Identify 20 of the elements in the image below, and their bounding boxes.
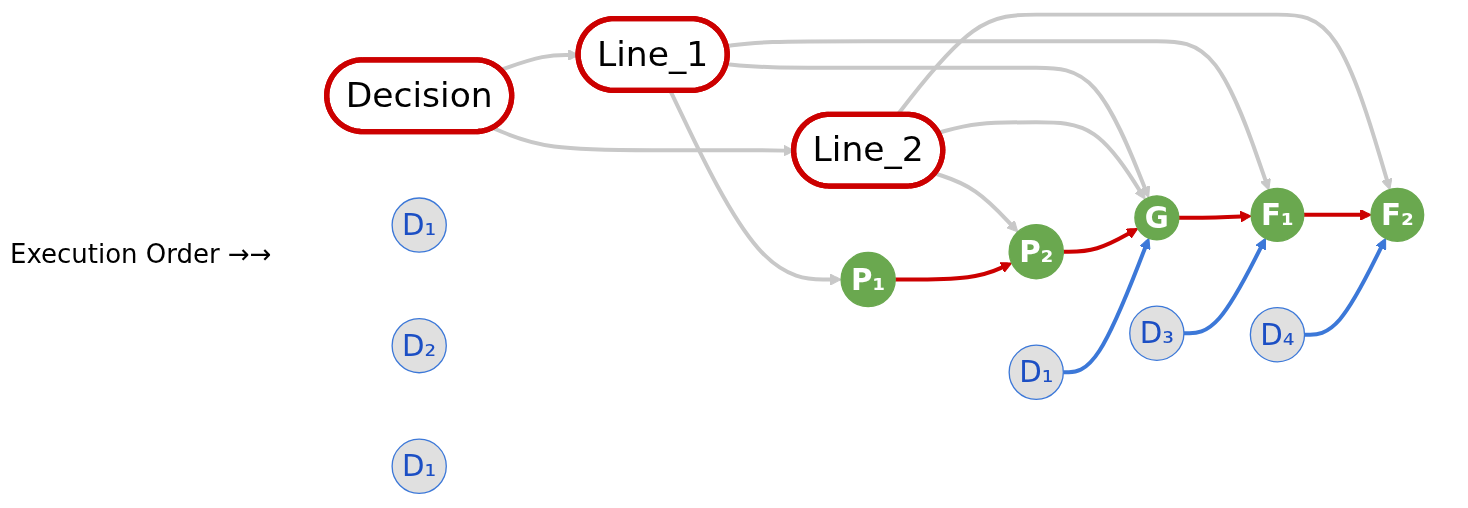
arrow: [894, 262, 1012, 282]
node-circle: D₁: [1008, 344, 1064, 400]
node-circle: P₁: [840, 251, 896, 308]
node-circle: D₁: [391, 197, 447, 253]
arrow: [934, 171, 1018, 233]
arrow: [1062, 237, 1151, 375]
node-circle: D₄: [1249, 307, 1305, 363]
arrow: [1304, 237, 1386, 337]
node-circle: F₂: [1369, 187, 1424, 242]
arrow: [726, 62, 1150, 198]
arrow: [1183, 237, 1266, 336]
node-circle: P₂: [1008, 223, 1064, 280]
node-circle: D₁: [391, 438, 447, 495]
node-circle: G: [1133, 195, 1180, 241]
arrow: [1062, 228, 1138, 254]
note-text: Execution Order →→: [10, 239, 272, 269]
node-circle: D₂: [391, 317, 447, 374]
arrow: [895, 12, 1392, 191]
node-circle: D₃: [1128, 305, 1185, 361]
node-circle: F₁: [1250, 187, 1305, 242]
